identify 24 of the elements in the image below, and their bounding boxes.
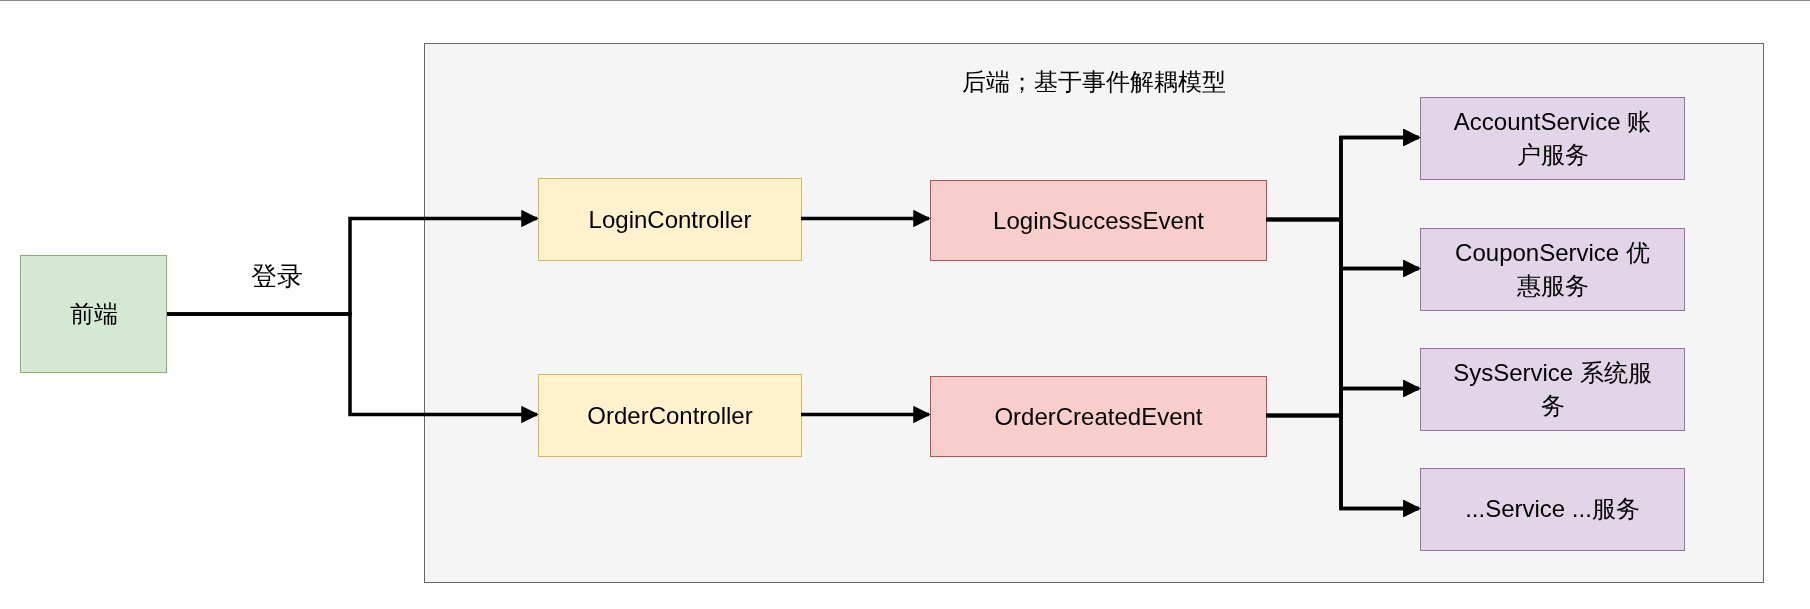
arrow xyxy=(801,405,931,424)
node-label: AccountService 账户服务 xyxy=(1452,107,1653,170)
event-box xyxy=(930,180,1267,261)
service-box xyxy=(1420,228,1685,311)
group-title: 后端；基于事件解耦模型 xyxy=(962,67,1226,97)
arrow xyxy=(167,312,539,424)
controller-box xyxy=(538,178,802,261)
service-box xyxy=(1420,348,1685,431)
controller-box xyxy=(538,374,802,457)
arrow xyxy=(801,209,931,228)
node-label: OrderCreatedEvent xyxy=(994,402,1203,431)
node-label: 前端 xyxy=(69,299,118,329)
backend-group-panel xyxy=(424,43,1764,583)
node-label: LoginController xyxy=(588,205,752,234)
frontend-box xyxy=(20,255,167,373)
node-label: LoginSuccessEvent xyxy=(993,206,1204,235)
service-box xyxy=(1420,468,1685,551)
event-box xyxy=(930,376,1267,457)
node-label: SysService 系统服务 xyxy=(1452,358,1653,421)
node-label: CouponService 优惠服务 xyxy=(1454,238,1651,301)
node-label: OrderController xyxy=(587,401,753,430)
arrow xyxy=(1266,413,1421,518)
node-label: ...Service ...服务 xyxy=(1464,494,1641,525)
service-box xyxy=(1420,97,1685,180)
